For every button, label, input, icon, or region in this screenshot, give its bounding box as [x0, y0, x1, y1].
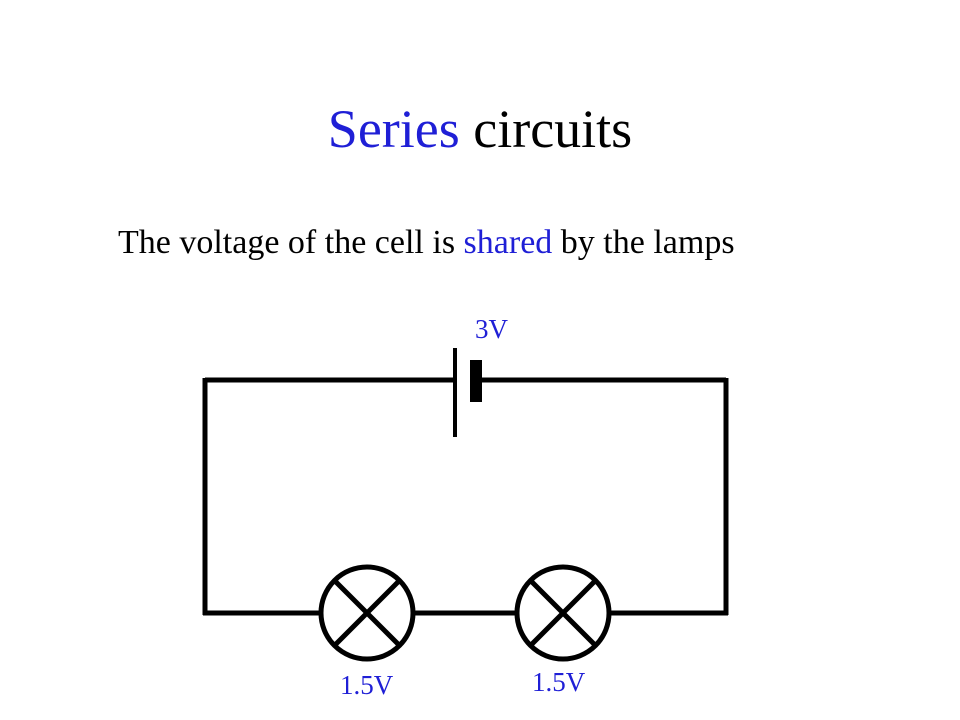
slide-title: Series circuits	[0, 96, 960, 162]
lamp-2-voltage-label: 1.5V	[532, 667, 586, 697]
cell-short-plate	[470, 360, 482, 402]
body-text: The voltage of the cell is shared by the…	[118, 220, 818, 266]
body-text-start: The voltage of the cell is	[118, 224, 464, 261]
lamp-1-voltage-label: 1.5V	[340, 670, 394, 700]
cell-symbol	[453, 348, 482, 437]
body-highlight-word: shared	[463, 224, 553, 261]
lamp-1-symbol	[318, 564, 416, 662]
body-text-end: by the lamps	[552, 224, 735, 261]
title-rest: circuits	[459, 99, 633, 159]
cell-voltage-label: 3V	[475, 314, 509, 344]
title-accent-word: Series	[327, 99, 460, 159]
lamp-2-symbol	[514, 564, 612, 662]
